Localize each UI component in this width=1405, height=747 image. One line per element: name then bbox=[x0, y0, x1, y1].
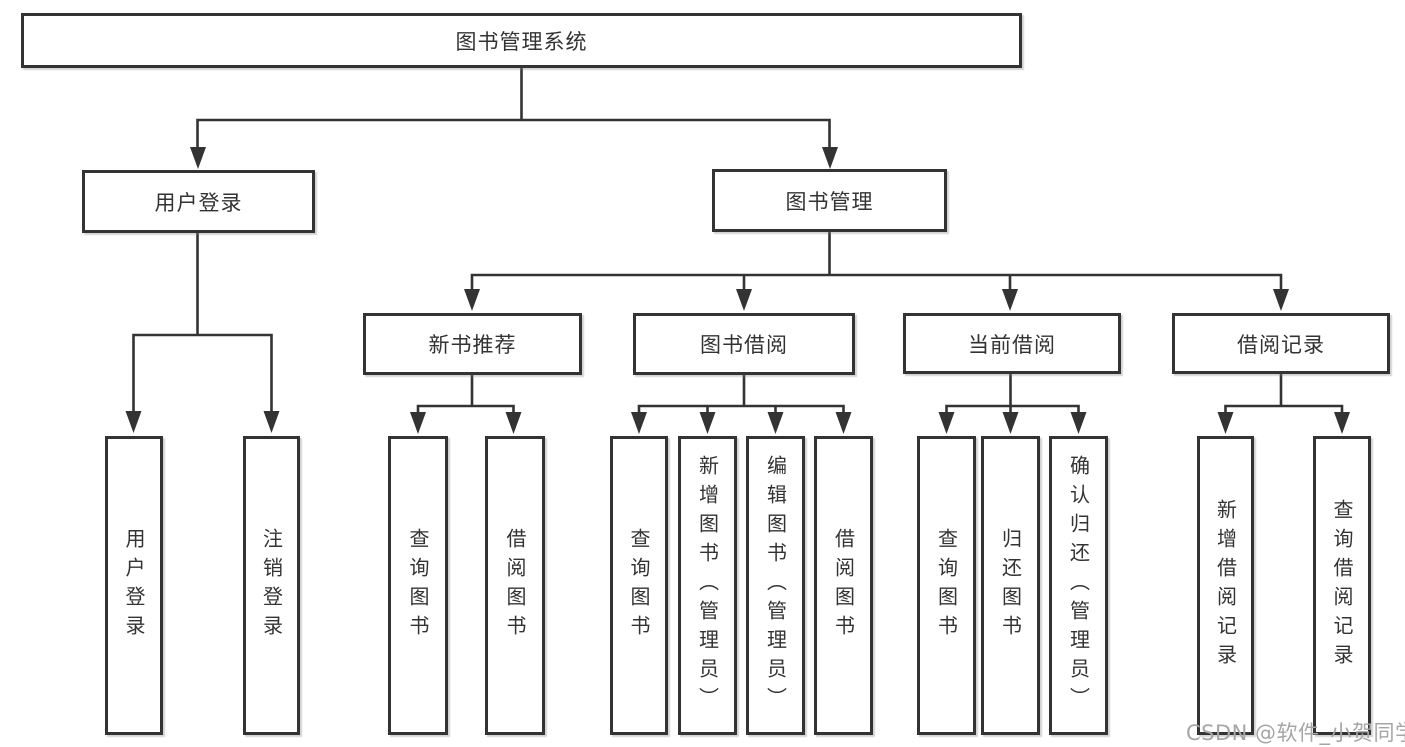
node-user-login-label: 用户登录 bbox=[154, 190, 243, 215]
leaf-user-login: 用户登录 bbox=[105, 436, 163, 735]
node-book-borrow: 图书借阅 bbox=[633, 313, 855, 375]
leaf-borrow-book-label: 借阅图书 bbox=[831, 527, 856, 644]
leaf-add-book-admin: 新增图书（管理员） bbox=[678, 436, 737, 735]
csdn-watermark: CSDN @软件_小贺同学 bbox=[1186, 721, 1405, 745]
leaf-query-book-current-label: 查询图书 bbox=[934, 527, 959, 644]
leaf-query-book-rec-label: 查询图书 bbox=[406, 527, 430, 644]
node-root: 图书管理系统 bbox=[21, 13, 1022, 68]
node-current-borrow-label: 当前借阅 bbox=[968, 332, 1056, 357]
leaf-add-borrow-record: 新增借阅记录 bbox=[1197, 436, 1254, 735]
node-current-borrow: 当前借阅 bbox=[903, 313, 1121, 374]
node-book-mgmt-label: 图书管理 bbox=[785, 189, 874, 214]
leaf-edit-book-admin: 编辑图书（管理员） bbox=[746, 436, 805, 735]
leaf-return-book: 归还图书 bbox=[981, 436, 1040, 735]
node-borrow-records: 借阅记录 bbox=[1172, 313, 1390, 374]
leaf-query-book-current: 查询图书 bbox=[917, 436, 976, 735]
node-book-mgmt: 图书管理 bbox=[712, 169, 947, 232]
node-new-book-rec-label: 新书推荐 bbox=[428, 333, 517, 357]
node-user-login: 用户登录 bbox=[82, 170, 315, 233]
leaf-user-login-label: 用户登录 bbox=[122, 527, 146, 644]
leaf-query-borrow-record: 查询借阅记录 bbox=[1313, 436, 1371, 735]
leaf-return-book-label: 归还图书 bbox=[998, 527, 1023, 644]
leaf-confirm-return-admin-label: 确认归还（管理员） bbox=[1066, 455, 1091, 716]
node-borrow-records-label: 借阅记录 bbox=[1237, 332, 1325, 357]
leaf-query-book-rec: 查询图书 bbox=[388, 436, 448, 735]
leaf-query-borrow-record-label: 查询借阅记录 bbox=[1330, 498, 1354, 673]
leaf-confirm-return-admin: 确认归还（管理员） bbox=[1049, 436, 1108, 735]
leaf-add-borrow-record-label: 新增借阅记录 bbox=[1213, 498, 1238, 673]
leaf-borrow-book: 借阅图书 bbox=[814, 436, 873, 735]
leaf-query-book-borrow-label: 查询图书 bbox=[627, 527, 651, 644]
leaf-logout-label: 注销登录 bbox=[259, 527, 284, 644]
node-book-borrow-label: 图书借阅 bbox=[700, 333, 788, 357]
leaf-borrow-book-rec-label: 借阅图书 bbox=[503, 527, 527, 644]
node-root-label: 图书管理系统 bbox=[455, 29, 588, 54]
leaf-logout: 注销登录 bbox=[243, 436, 300, 735]
leaf-edit-book-admin-label: 编辑图书（管理员） bbox=[763, 455, 788, 716]
leaf-query-book-borrow: 查询图书 bbox=[610, 436, 668, 735]
leaf-add-book-admin-label: 新增图书（管理员） bbox=[695, 455, 720, 716]
leaf-borrow-book-rec: 借阅图书 bbox=[485, 436, 545, 735]
node-new-book-rec: 新书推荐 bbox=[363, 313, 582, 375]
